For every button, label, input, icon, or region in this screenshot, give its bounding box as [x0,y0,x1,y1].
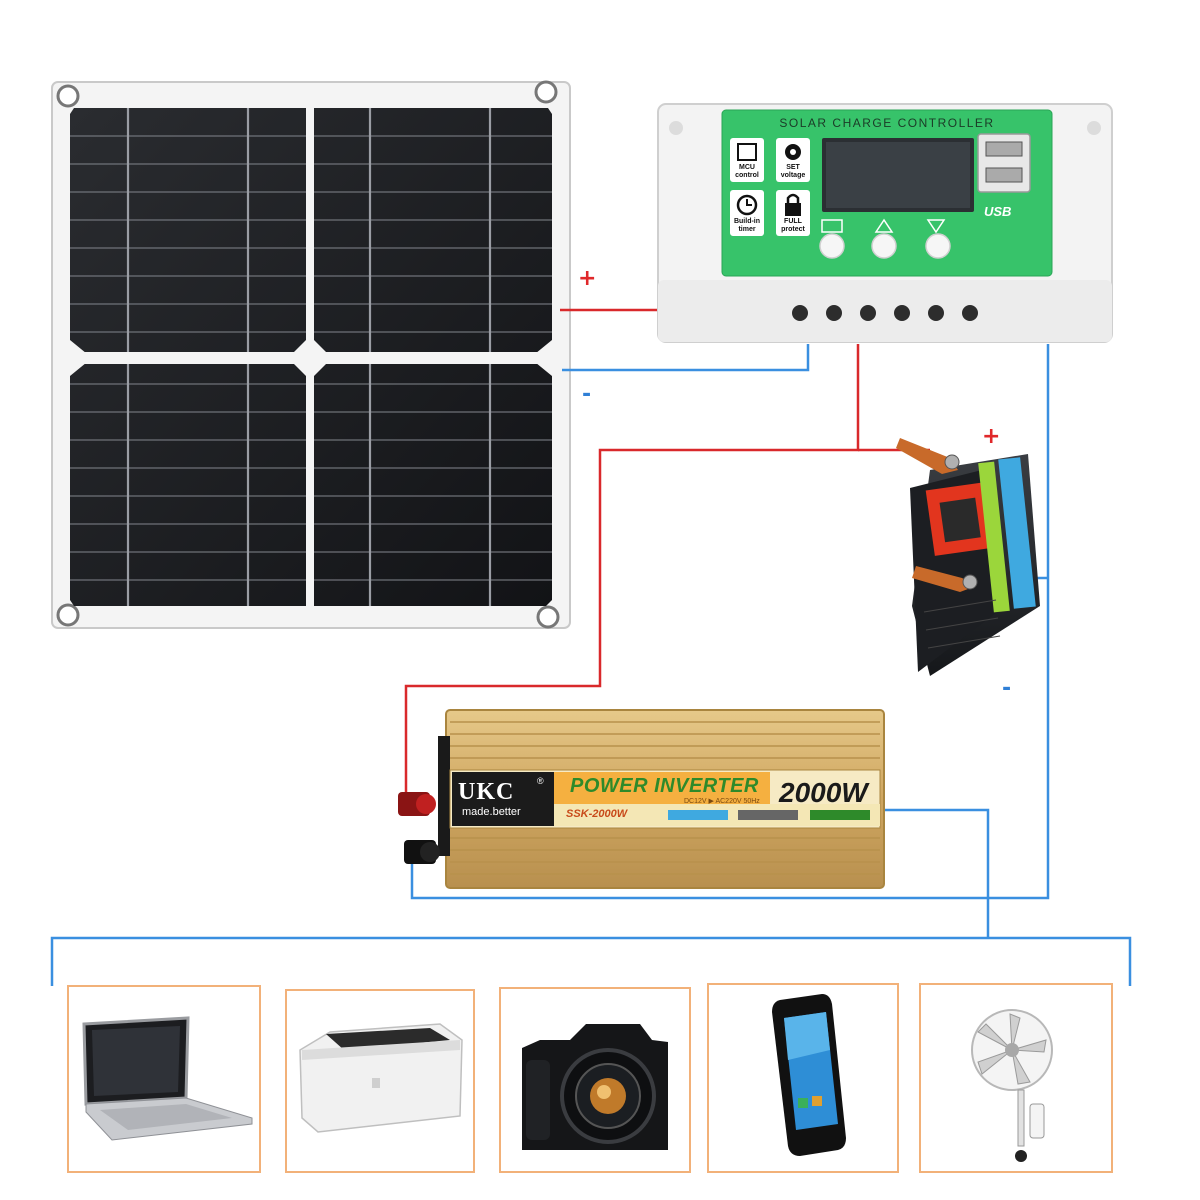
panel-positive-sign: + [578,266,597,291]
inverter [398,709,885,889]
inverter-tagline: made.better [462,806,521,818]
terminal-screws [792,305,978,321]
charge-controller [657,103,1113,343]
inverter-spec: DC12V ▶ AC220V 50Hz [684,798,760,805]
smartphone-icon [772,994,846,1156]
feature-label-protect: FULL protect [781,218,805,233]
inverter-positive-terminal [398,792,436,816]
solar-panel [51,80,571,629]
feature-label-mcu: MCU control [735,164,759,179]
negative-wires [50,344,1132,986]
menu-button[interactable] [819,233,845,259]
negative-clamp-icon [912,566,976,592]
feature-label-set: SET voltage [780,164,806,179]
panel-negative-sign: - [582,382,592,407]
positive-clamp-icon [896,438,958,474]
usb-ports[interactable] [977,133,1031,193]
inverter-brand: UKC [458,779,515,805]
up-button[interactable] [871,233,897,259]
usb-label: USB [984,204,1012,219]
inverter-negative-terminal [404,840,440,864]
mounting-hole-icon [56,80,560,629]
inverter-power: 2000W [779,777,868,808]
battery-positive-sign: + [982,424,1001,449]
camera-icon [522,1024,668,1150]
printer-icon [299,1023,463,1133]
laptop-icon [82,1016,253,1141]
controller-title: SOLAR CHARGE CONTROLLER [779,116,995,130]
battery [896,438,1040,676]
fan-icon [971,1009,1053,1162]
appliance-frames [67,983,1113,1173]
down-button[interactable] [925,233,951,259]
inverter-model: SSK-2000W [566,808,628,820]
inverter-title: POWER INVERTER [570,775,759,797]
feature-label-timer: Build-in timer [733,218,761,233]
battery-negative-sign: - [1002,676,1012,701]
inverter-registered-mark: ® [537,776,544,786]
